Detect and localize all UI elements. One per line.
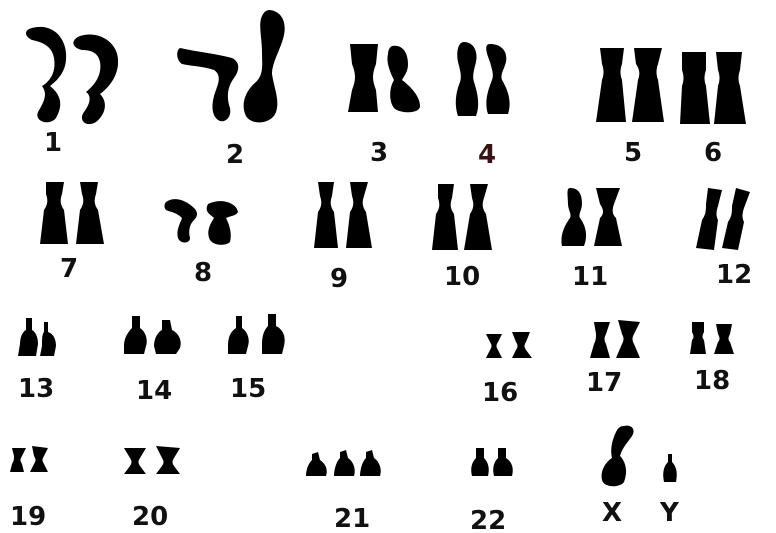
label-chromosome-12: 12 (716, 262, 752, 288)
label-chromosome-17: 17 (586, 370, 622, 396)
label-chromosome-4: 4 (478, 142, 496, 168)
label-chromosome-5: 5 (624, 140, 642, 166)
chromosome-1a (26, 27, 66, 122)
chromosome-pair-14 (122, 316, 186, 356)
chromosome-20b (156, 446, 180, 474)
label-chromosome-13: 13 (18, 376, 54, 402)
label-chromosome-1: 1 (44, 130, 62, 156)
chromosome-1b (73, 34, 118, 124)
chromosome-14a (124, 316, 147, 354)
label-chromosome-y: Y (660, 500, 679, 526)
chromosome-pair-10 (430, 182, 496, 252)
chromosome-pair-13 (18, 318, 62, 358)
chromosome-pair-7 (38, 180, 110, 246)
chromosome-21c (360, 450, 381, 476)
chromosome-12b (722, 188, 750, 250)
chromosome-13a (18, 318, 38, 356)
chromosome-pair-9 (312, 180, 376, 250)
chromosome-5b (632, 48, 664, 122)
chromosome-pair-8 (164, 194, 242, 246)
chromosome-18b (714, 324, 734, 354)
chromosome-pair-11 (560, 186, 626, 248)
label-chromosome-16: 16 (482, 380, 518, 406)
chromosome-pair-12 (694, 186, 754, 252)
chromosome-21a (306, 452, 327, 476)
chromosome-10a (432, 184, 458, 250)
chromosome-6a (680, 52, 710, 124)
label-chromosome-11: 11 (572, 264, 608, 290)
chromosome-14b (154, 320, 181, 354)
chromosome-17a (590, 322, 610, 358)
chromosome-12a (696, 188, 722, 250)
chromosome-19a (10, 448, 26, 472)
chromosome-9a (314, 182, 338, 248)
chromosome-15a (228, 316, 249, 354)
chromosome-5a (596, 48, 626, 122)
chromosome-19b (30, 446, 48, 472)
chromosome-pair-1 (20, 22, 130, 124)
chromosome-7b (76, 182, 104, 244)
chromosome-pair-22 (470, 446, 518, 478)
chromosome-2b (244, 10, 285, 122)
chromosome-pair-2 (178, 8, 298, 128)
label-chromosome-18: 18 (694, 368, 730, 394)
label-chromosome-15: 15 (230, 376, 266, 402)
chromosome-pair-15 (226, 314, 290, 356)
chromosome-20a (124, 448, 146, 474)
label-chromosome-2: 2 (226, 142, 244, 168)
chromosome-11a (561, 188, 586, 246)
chromosome-15b (262, 314, 285, 354)
chromosome-y (660, 452, 680, 484)
chromosome-10b (464, 184, 492, 250)
chromosome-pair-19 (8, 446, 52, 474)
chromosome-x (598, 424, 638, 488)
label-chromosome-3: 3 (370, 140, 388, 166)
label-chromosome-8: 8 (194, 260, 212, 286)
chromosome-18a (690, 322, 706, 354)
chromosome-pair-16 (484, 332, 534, 360)
label-chromosome-22: 22 (470, 508, 506, 533)
label-chromosome-14: 14 (136, 378, 172, 404)
chromosome-3b (387, 46, 420, 113)
chromosome-4b (486, 44, 509, 114)
chromosome-13b (40, 322, 56, 356)
chromosome-22b (493, 448, 513, 476)
chromosome-9b (346, 182, 372, 248)
label-chromosome-20: 20 (132, 504, 168, 530)
label-chromosome-19: 19 (10, 504, 46, 530)
chromosome-11b (594, 188, 622, 246)
chromosome-16b (512, 332, 532, 358)
chromosome-pair-5 (594, 46, 670, 124)
label-chromosome-x: X (602, 500, 622, 526)
chromosome-pair-6 (676, 50, 750, 126)
chromosome-2a (177, 48, 238, 121)
chromosome-7a (40, 182, 68, 244)
label-chromosome-10: 10 (444, 264, 480, 290)
chromosome-6b (714, 52, 746, 124)
chromosome-8b (207, 201, 238, 245)
chromosome-pair-3 (344, 42, 428, 114)
chromosome-21b (334, 450, 355, 476)
chromosome-17b (616, 320, 640, 358)
chromosome-pair-17 (588, 320, 644, 360)
chromosome-4a (456, 42, 478, 116)
label-chromosome-9: 9 (330, 266, 348, 292)
chromosome-pair-4 (452, 40, 522, 118)
chromosome-3a (348, 44, 378, 112)
chromosome-pair-20 (120, 446, 184, 476)
chromosome-8a (165, 199, 198, 242)
label-chromosome-21: 21 (334, 506, 370, 532)
label-chromosome-7: 7 (60, 256, 78, 282)
chromosome-pair-18 (688, 320, 740, 356)
chromosome-16a (486, 334, 502, 358)
chromosome-trisomy-21 (304, 450, 386, 478)
chromosome-22a (471, 448, 489, 476)
label-chromosome-6: 6 (704, 140, 722, 166)
